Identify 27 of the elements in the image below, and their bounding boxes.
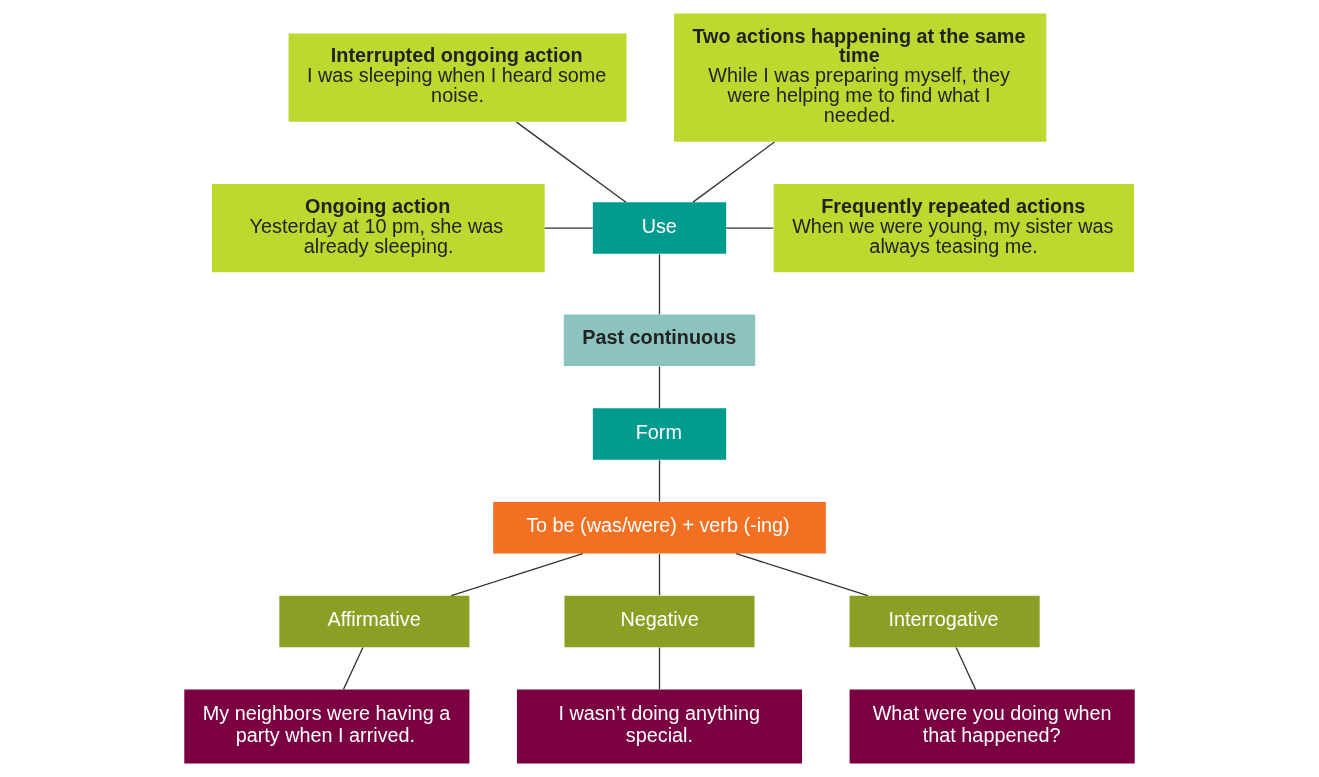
node-box: Frequently repeated actions When we were young, my sister was always teasing me. bbox=[773, 183, 1135, 273]
node-box: Use bbox=[592, 202, 727, 254]
connector bbox=[450, 552, 584, 597]
node-box: Affirmative bbox=[279, 595, 470, 648]
node-box: What were you doing when that happened? bbox=[849, 689, 1135, 764]
connector bbox=[955, 646, 977, 690]
node-box: Past continuous bbox=[563, 314, 756, 367]
connector bbox=[735, 552, 869, 597]
connector bbox=[658, 365, 661, 409]
node-box: Ongoing action Yesterday at 10 pm, she was already sleeping. bbox=[212, 183, 545, 273]
node-box: Interrupted ongoing action I was sleeping when I heard some noise. bbox=[288, 33, 627, 122]
connector bbox=[515, 121, 627, 203]
connector bbox=[342, 646, 364, 690]
connector bbox=[692, 141, 776, 203]
connector bbox=[658, 553, 661, 596]
connector bbox=[725, 227, 774, 229]
node-box: Two actions happening at the same time While I was preparing myself, they were helping me to find what I needed. bbox=[674, 13, 1047, 142]
node-box: I wasn’t doing anything special. bbox=[516, 689, 803, 764]
connector bbox=[658, 646, 661, 690]
node-box: Form bbox=[592, 408, 727, 460]
node-box: To be (was/were) + verb (-ing) bbox=[493, 502, 826, 554]
connector bbox=[658, 253, 661, 315]
connector bbox=[544, 227, 594, 229]
node-box: Interrogative bbox=[849, 595, 1040, 648]
node-box: Negative bbox=[564, 595, 755, 648]
node-box: My neighbors were having a party when I arrived. bbox=[184, 689, 470, 764]
connector bbox=[658, 459, 661, 503]
